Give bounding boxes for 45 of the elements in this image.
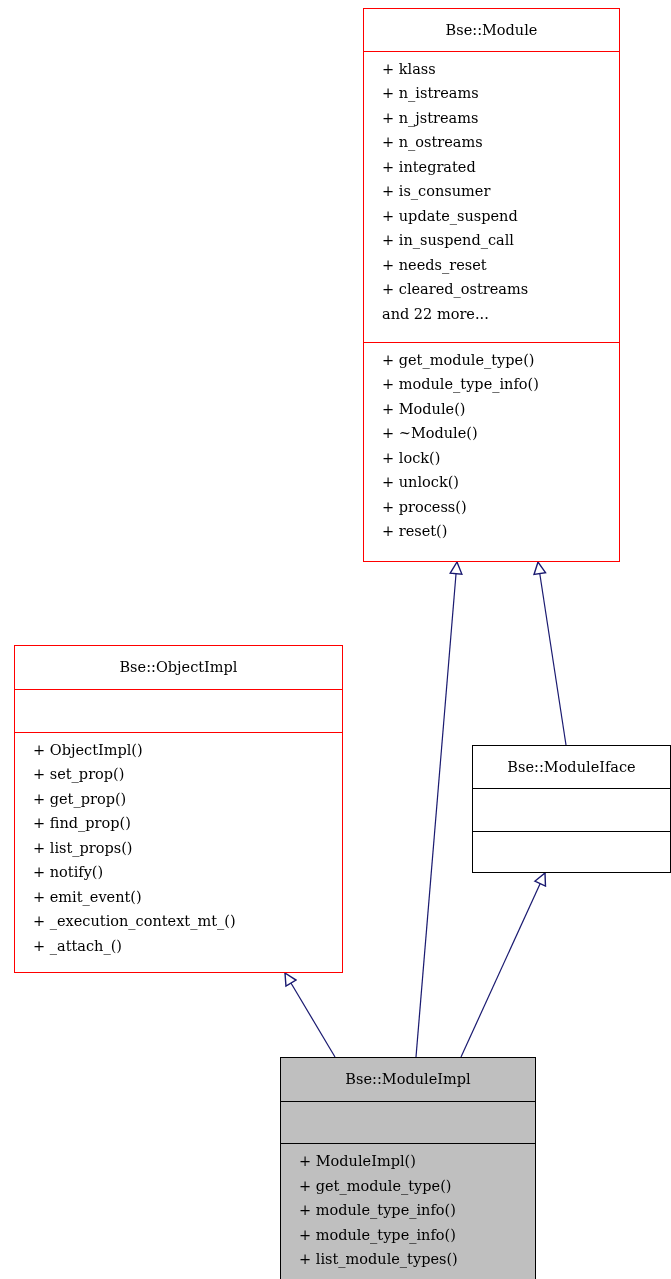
- member-text: + ModuleImpl(): [299, 1152, 416, 1172]
- class-name: Bse::ModuleImpl: [345, 1070, 471, 1090]
- member-text: + _attach_(): [33, 936, 122, 957]
- member-text: + get_module_type(): [299, 1176, 452, 1197]
- member-text: + needs_reset: [382, 255, 487, 276]
- member-text: + in_suspend_call: [382, 231, 514, 251]
- class-name: Bse::ObjectImpl: [119, 658, 238, 678]
- member-text: + lock(): [382, 448, 441, 468]
- member-text: + module_type_info(): [382, 375, 539, 395]
- inheritance-arrow: [460, 872, 547, 1058]
- inheritance-arrow: [284, 972, 336, 1058]
- member-text: + list_props(): [33, 838, 133, 859]
- member-text: + n_istreams: [382, 84, 479, 104]
- member-text: + reset(): [382, 522, 448, 542]
- member-text: + get_prop(): [33, 789, 127, 810]
- member-text: + find_prop(): [33, 814, 131, 834]
- member-text: + list_module_types(): [299, 1250, 458, 1270]
- member-text: + notify(): [33, 863, 104, 882]
- member-text: + integrated: [382, 157, 476, 177]
- member-text: + Module(): [382, 399, 466, 419]
- class-box: [280, 1057, 536, 1279]
- member-text: + is_consumer: [382, 182, 491, 202]
- class-box: [472, 745, 671, 873]
- class-box: [14, 645, 343, 973]
- member-text: + _execution_context_mt_(): [33, 912, 236, 932]
- class-name: Bse::ModuleIface: [507, 757, 636, 777]
- member-text: + get_module_type(): [382, 350, 535, 371]
- member-text: + process(): [382, 497, 467, 517]
- class-name: Bse::Module: [445, 20, 538, 40]
- member-text: + unlock(): [382, 473, 460, 493]
- inheritance-arrow: [533, 561, 567, 746]
- member-text: + cleared_ostreams: [382, 280, 529, 300]
- member-text: + update_suspend: [382, 206, 518, 227]
- inheritance-arrow: [415, 561, 463, 1058]
- member-text: and 22 more...: [382, 304, 489, 324]
- member-text: + ObjectImpl(): [33, 740, 143, 760]
- member-text: + ~Module(): [382, 424, 478, 444]
- class-box: [363, 8, 620, 562]
- member-text: + module_type_info(): [299, 1225, 456, 1246]
- member-text: + set_prop(): [33, 765, 125, 785]
- member-text: + klass: [382, 59, 436, 79]
- member-text: + emit_event(): [33, 887, 142, 908]
- member-text: + n_ostreams: [382, 133, 483, 153]
- member-text: + module_type_info(): [299, 1201, 456, 1221]
- member-text: + n_jstreams: [382, 108, 479, 129]
